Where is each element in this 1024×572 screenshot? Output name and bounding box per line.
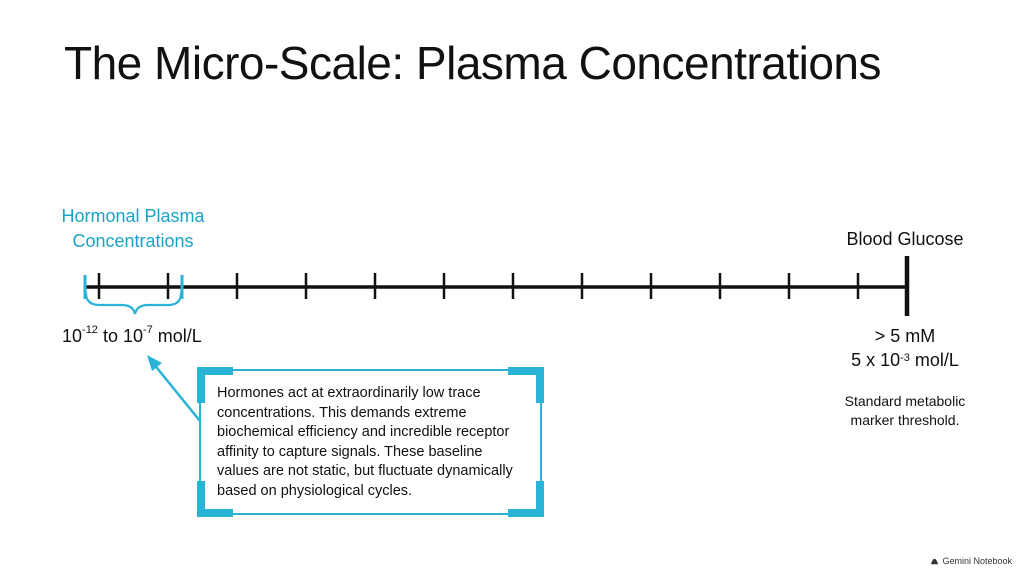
glucose-value-mm: > 5 mM xyxy=(874,326,936,346)
glucose-note: Standard metabolic marker threshold. xyxy=(820,392,990,430)
glucose-value-exponent: -3 xyxy=(900,352,910,364)
range-unit: mol/L xyxy=(152,326,202,346)
range-brace xyxy=(84,291,183,315)
axis-ticks xyxy=(97,273,860,299)
glucose-value-mol: 5 x 10-3 mol/L xyxy=(820,348,990,372)
watermark: Gemini Notebook xyxy=(930,556,1012,566)
glucose-value-unit: mol/L xyxy=(909,350,959,370)
watermark-text: Gemini Notebook xyxy=(942,556,1012,566)
range-exponent-high: -7 xyxy=(142,324,153,336)
glucose-note-line1: Standard metabolic xyxy=(844,393,966,409)
callout-corner-top-left xyxy=(197,367,233,403)
callout-box: Hormones act at extraordinarily low trac… xyxy=(197,367,544,517)
callout-text: Hormones act at extraordinarily low trac… xyxy=(217,385,513,499)
page-title: The Micro-Scale: Plasma Concentrations xyxy=(64,37,882,89)
hormonal-range-value: 10-12 to 10-7 mol/L xyxy=(62,324,202,347)
hormonal-label-line2: Concentrations xyxy=(72,231,194,251)
notebook-icon xyxy=(931,558,939,564)
callout-arrowhead xyxy=(147,355,162,371)
callout-corner-top-right xyxy=(508,367,544,403)
glucose-value-prefix: 5 x 10 xyxy=(851,350,901,370)
range-exponent-low: -12 xyxy=(82,324,98,336)
hormonal-label-line1: Hormonal Plasma xyxy=(61,206,205,226)
range-separator: to xyxy=(97,326,123,346)
range-base-low: 10 xyxy=(62,326,83,346)
glucose-values: > 5 mM 5 x 10-3 mol/L xyxy=(820,324,990,372)
glucose-note-line2: marker threshold. xyxy=(850,412,960,428)
callout-pointer-line xyxy=(152,362,201,422)
hormonal-range-label: Hormonal Plasma Concentrations xyxy=(40,204,226,254)
callout-corner-bottom-left xyxy=(197,481,233,517)
glucose-label: Blood Glucose xyxy=(846,229,964,249)
callout-corner-bottom-right xyxy=(508,481,544,517)
range-base-high: 10 xyxy=(122,326,143,346)
